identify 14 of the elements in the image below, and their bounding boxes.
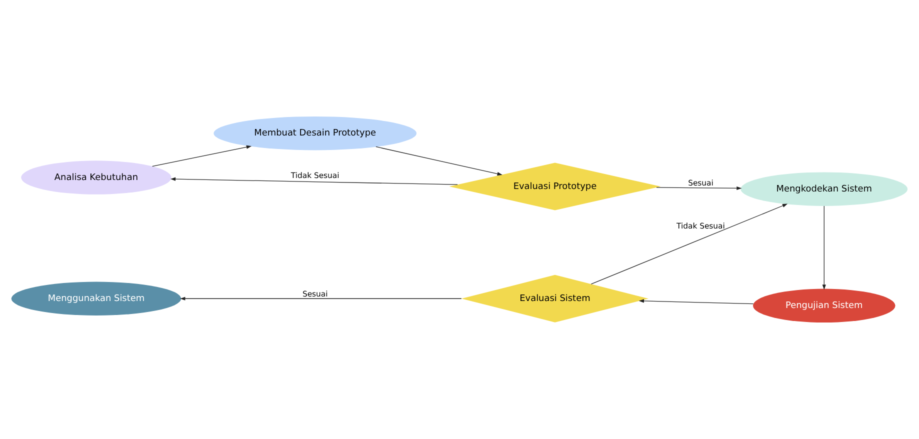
arrow	[376, 146, 502, 176]
node-ellipse: Analisa Kebutuhan	[21, 160, 172, 194]
arrow	[180, 296, 462, 300]
arrow	[152, 145, 252, 167]
arrow	[656, 186, 742, 190]
arrow	[638, 299, 754, 304]
arrow	[170, 177, 458, 185]
node-diamond: Evaluasi Prototype	[449, 162, 661, 210]
node-ellipse: Menggunakan Sistem	[11, 282, 182, 316]
arrow	[590, 204, 788, 284]
node-ellipse: Pengujian Sistem	[753, 288, 896, 323]
node-diamond: Evaluasi Sistem	[461, 274, 648, 322]
node-ellipse: Mengkodekan Sistem	[740, 172, 908, 206]
arrow	[822, 206, 826, 290]
